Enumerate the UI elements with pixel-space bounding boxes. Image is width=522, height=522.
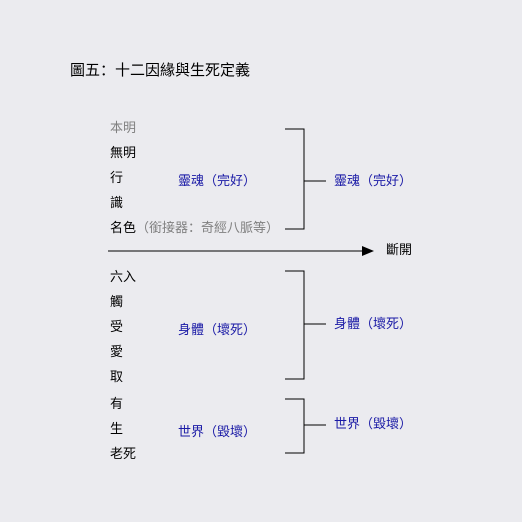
- figure-title: 圖五：十二因緣與生死定義: [70, 61, 251, 79]
- term-benming: 本明: [110, 121, 137, 136]
- term-laosi: 老死: [110, 447, 137, 462]
- term-ai: 愛: [110, 345, 124, 360]
- term-xing: 行: [110, 171, 124, 186]
- group-body-outer: 身體（壞死）: [334, 317, 413, 332]
- group-world-inner: 世界（毀壞）: [178, 425, 257, 440]
- break-arrow-head: [362, 246, 374, 256]
- term-mingse-label: 名色: [110, 221, 137, 236]
- group-world-outer: 世界（毀壞）: [334, 417, 413, 432]
- group-body-inner: 身體（壞死）: [178, 323, 257, 338]
- body-bracket: [285, 270, 305, 380]
- arrow-label-break: 斷開: [386, 243, 413, 258]
- group-soul-outer: 靈魂（完好）: [334, 174, 413, 189]
- term-mingse: 名色（銜接器：奇經八脈等）: [110, 221, 279, 237]
- world-bracket: [285, 398, 305, 454]
- term-shou: 受: [110, 320, 124, 335]
- term-wuming: 無明: [110, 146, 137, 161]
- term-mingse-note: （銜接器：奇經八脈等）: [136, 221, 280, 236]
- term-chu: 觸: [110, 295, 124, 310]
- group-soul-inner: 靈魂（完好）: [178, 174, 257, 189]
- term-qu: 取: [110, 370, 124, 385]
- term-liuru: 六入: [110, 270, 137, 285]
- term-sheng: 生: [110, 422, 124, 437]
- term-shi: 識: [110, 196, 124, 211]
- term-you: 有: [110, 397, 124, 412]
- soul-bracket: [285, 128, 305, 230]
